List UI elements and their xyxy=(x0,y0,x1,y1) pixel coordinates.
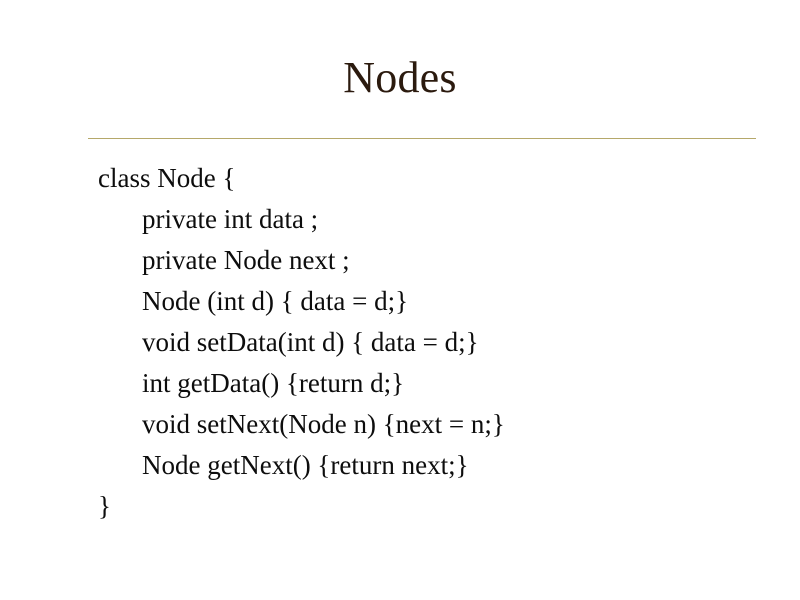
code-line: private int data ; xyxy=(142,204,319,234)
code-line: int getData() {return d;} xyxy=(142,368,405,398)
title-divider xyxy=(88,138,756,139)
code-line: private Node next ; xyxy=(142,245,350,275)
code-line: void setNext(Node n) {next = n;} xyxy=(142,409,505,439)
code-block: class Node { private int data ; private No… xyxy=(98,158,758,527)
code-line: } xyxy=(98,491,111,521)
code-line: class Node { xyxy=(98,163,236,193)
page-title: Nodes xyxy=(343,53,457,102)
code-line: void setData(int d) { data = d;} xyxy=(142,327,479,357)
code-line: Node (int d) { data = d;} xyxy=(142,286,409,316)
code-line: Node getNext() {return next;} xyxy=(142,450,469,480)
